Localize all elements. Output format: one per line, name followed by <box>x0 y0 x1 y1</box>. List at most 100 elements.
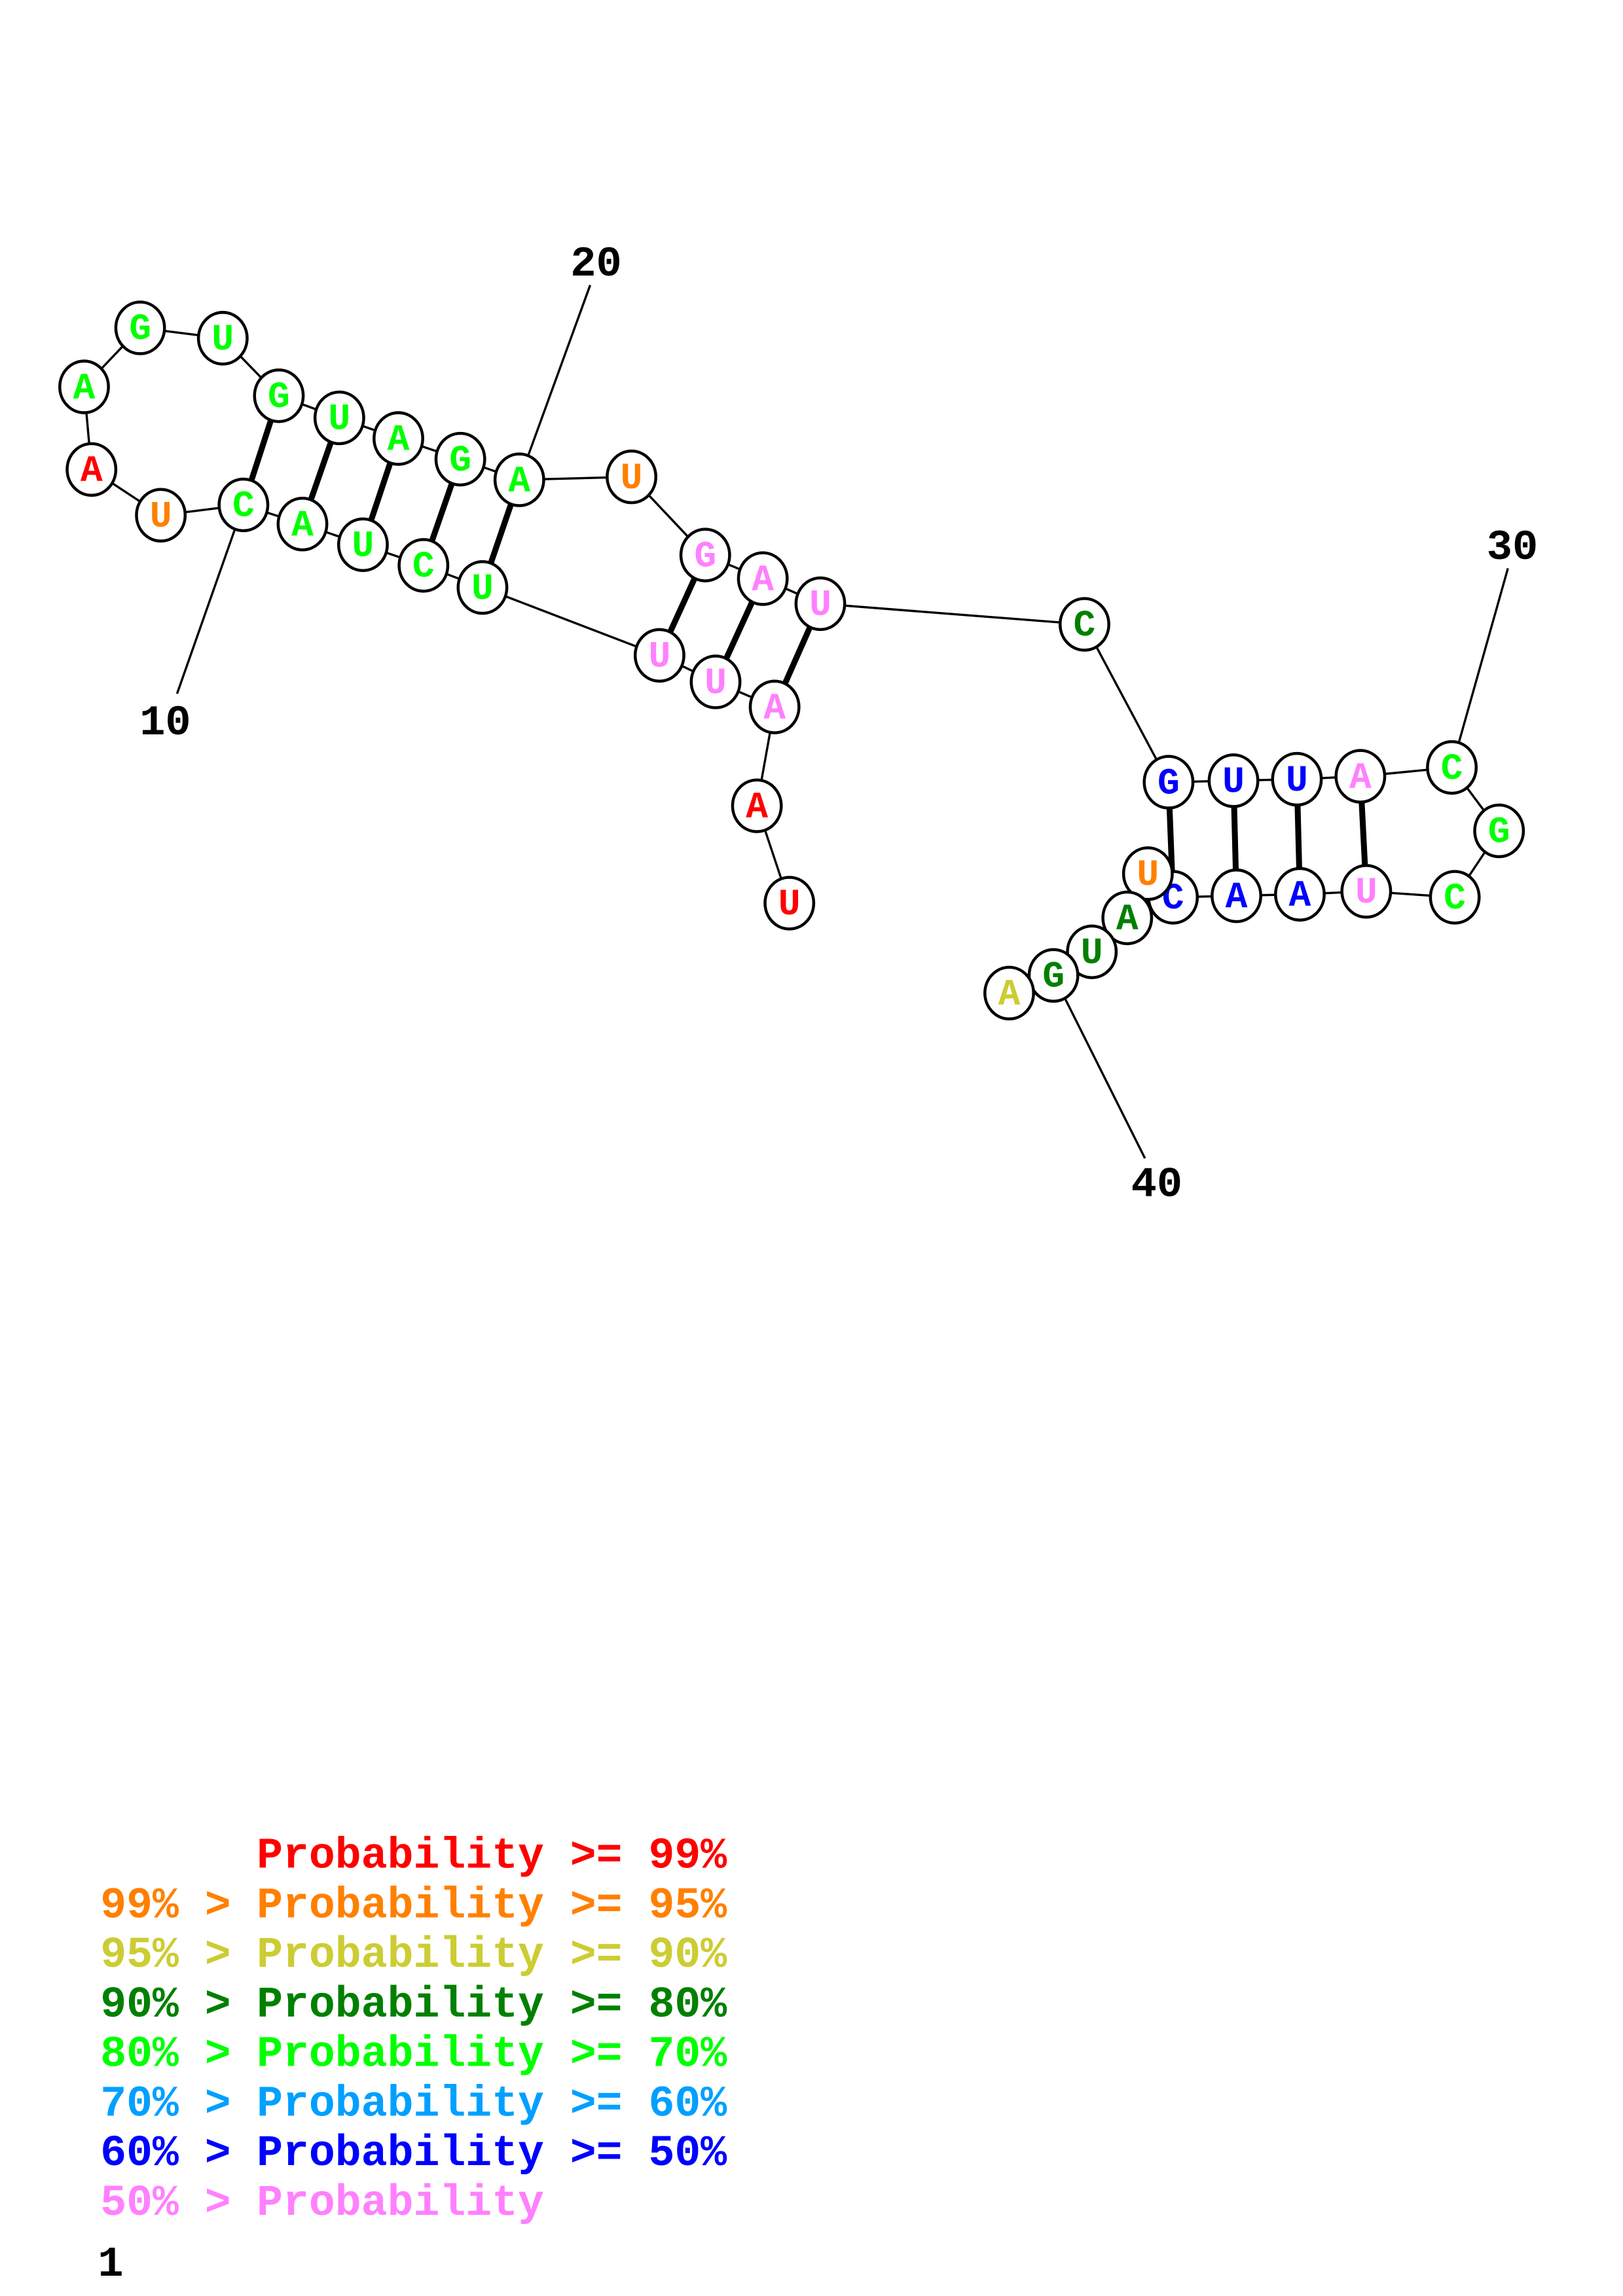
nucleotide-33: U <box>1340 864 1393 919</box>
nucleotide-circle <box>737 551 789 606</box>
nucleotide-letter: U <box>1222 761 1245 803</box>
legend-label: Probability >= 50% <box>257 2129 727 2178</box>
nucleotide-letter: A <box>763 687 786 729</box>
nucleotide-letter: C <box>412 546 435 588</box>
nucleotide-circle <box>1429 870 1481 925</box>
nucleotide-circle <box>1058 597 1110 652</box>
probability-legend: Probability >= 99%99% > Probability >= 9… <box>100 1831 727 2227</box>
nucleotide-28: U <box>1271 751 1323 807</box>
nucleotide-10: C <box>217 477 270 533</box>
nucleotide-24: U <box>794 576 847 632</box>
legend-prefix: 70% > <box>100 2079 257 2128</box>
position-label-30: 30 <box>1487 524 1538 572</box>
nucleotide-letter: A <box>1116 899 1139 941</box>
position-labels: 10 20 30 40 <box>139 240 1538 1209</box>
nucleotide-11: U <box>135 488 187 543</box>
backbone-link <box>1083 624 1170 783</box>
legend-label: Probability >= 70% <box>257 2030 727 2079</box>
nucleotide-letter: U <box>1355 872 1377 914</box>
nucleotide-30: C <box>1426 740 1478 795</box>
nucleotide-circle <box>196 311 249 366</box>
nucleotide-circle <box>1340 864 1393 919</box>
legend-label: Probability <box>257 2178 544 2227</box>
nucleotide-circle <box>763 876 816 931</box>
nucleotide-letter: U <box>1081 933 1103 975</box>
nucleotide-circle <box>1426 740 1478 795</box>
position-label-40: 40 <box>1131 1160 1182 1209</box>
nucleotide-letter: U <box>809 584 831 626</box>
legend-row: 60% > Probability >= 50% <box>100 2129 727 2178</box>
nucleotide-letter: C <box>1444 878 1466 920</box>
backbone-link <box>482 586 660 656</box>
nucleotide-circle <box>1274 867 1326 922</box>
legend-label: Probability >= 60% <box>257 2079 727 2128</box>
nucleotide-circle <box>1207 753 1260 808</box>
legend-label: Probability >= 99% <box>257 1831 727 1880</box>
nucleotide-circle <box>1334 749 1387 804</box>
nucleotide-letter: U <box>352 526 374 567</box>
position-label-20: 20 <box>570 240 621 289</box>
nucleotide-13: A <box>58 359 110 414</box>
nucleotide-letter: A <box>746 786 768 828</box>
page-number: 1 <box>98 2240 123 2289</box>
legend-prefix: 50% > <box>100 2178 257 2227</box>
nucleotide-letter: A <box>1289 875 1311 917</box>
nucleotide-letter: A <box>81 450 103 492</box>
nucleotide-letter: A <box>1349 757 1372 798</box>
nucleotide-22: G <box>679 528 731 583</box>
tick-40 <box>1052 975 1146 1159</box>
nucleotide-20: A <box>493 452 545 507</box>
nucleotide-letter: G <box>268 376 290 418</box>
nucleotide-29: A <box>1334 749 1387 804</box>
nucleotide-letter: A <box>73 367 96 409</box>
nucleotide-circle <box>217 477 270 533</box>
nucleotide-circle <box>456 560 509 615</box>
nucleotide-circle <box>135 488 187 543</box>
nucleotide-letter: U <box>1137 854 1159 896</box>
nucleotide-letter: U <box>328 399 350 440</box>
nucleotide-letter: A <box>1226 876 1248 918</box>
nucleotide-32: C <box>1429 870 1481 925</box>
nucleotide-41: A <box>983 965 1035 1021</box>
nucleotide-circle <box>434 431 486 487</box>
nucleotide-circle <box>689 655 742 709</box>
legend-label: Probability >= 80% <box>257 1980 727 2029</box>
nucleotide-letter: U <box>621 457 643 499</box>
nucleotide-letter: C <box>232 486 255 528</box>
legend-prefix: 95% > <box>100 1931 257 1980</box>
nucleotide-4: U <box>689 655 742 709</box>
nucleotide-40: G <box>1027 948 1080 1003</box>
nucleotide-37: U <box>1122 846 1174 901</box>
nucleotide-circle <box>397 538 450 593</box>
nucleotide-letter: C <box>1441 748 1463 790</box>
nucleotide-16: G <box>253 368 305 423</box>
nucleotide-9: A <box>276 497 329 552</box>
backbone-link <box>820 602 1085 626</box>
nucleotide-12: A <box>65 442 118 497</box>
nucleotide-letter: C <box>1074 605 1096 647</box>
nucleotide-31: G <box>1473 803 1525 859</box>
nucleotide-14: G <box>114 300 166 355</box>
nucleotide-35: A <box>1211 868 1262 924</box>
nucleotide-letter: U <box>1286 760 1308 802</box>
legend-row: 95% > Probability >= 90% <box>100 1931 727 1980</box>
nucleotide-circle <box>58 359 110 414</box>
nucleotide-17: U <box>313 390 365 446</box>
nucleotide-39: U <box>1066 924 1118 979</box>
nucleotide-18: A <box>373 411 424 466</box>
nucleotide-1: U <box>763 876 816 931</box>
nucleotide-letter: U <box>471 568 494 610</box>
nucleotide-circle <box>1473 803 1525 859</box>
nucleotide-circle <box>65 442 118 497</box>
nucleotide-letter: A <box>998 974 1021 1016</box>
nucleotide-circle <box>748 679 801 734</box>
nucleotide-19: G <box>434 431 486 487</box>
nucleotide-3: A <box>748 679 801 734</box>
nucleotide-letter: U <box>211 319 234 361</box>
tick-10 <box>175 504 245 694</box>
legend-row: 50% > Probability <box>100 2178 544 2227</box>
nucleotide-letter: U <box>704 662 727 704</box>
nucleotide-circle <box>276 497 329 552</box>
nucleotide-letter: G <box>449 440 471 482</box>
